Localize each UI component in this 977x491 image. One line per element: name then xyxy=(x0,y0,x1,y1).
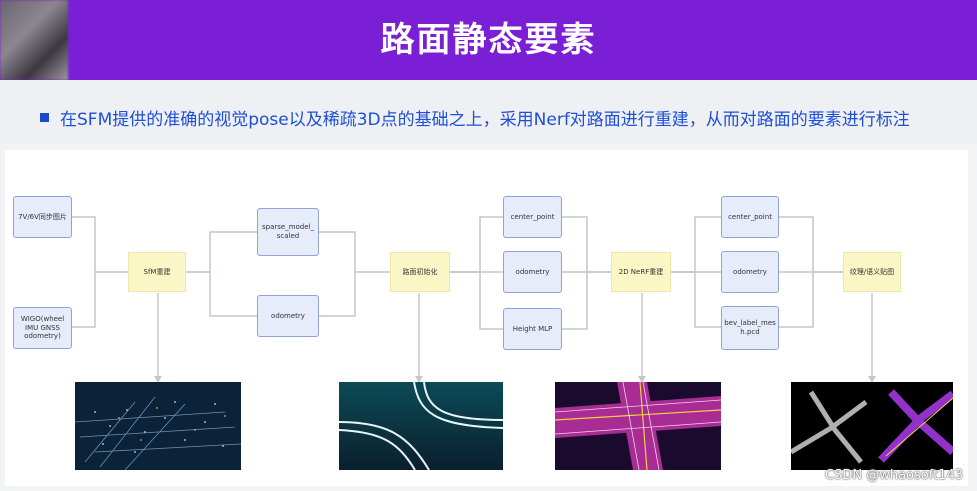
connector xyxy=(319,231,390,273)
odometry-label: odometry xyxy=(271,311,305,320)
connector xyxy=(72,216,128,273)
sparse-model-box: sparse_model_ scaled xyxy=(257,208,319,256)
connector xyxy=(450,216,503,273)
input-sensors-line: IMU GNSS xyxy=(25,323,60,332)
sparse-model-line: scaled xyxy=(276,232,300,240)
input-images-box: 7V/6V同步图片 xyxy=(13,196,72,238)
connector xyxy=(319,272,356,317)
connector-lines xyxy=(72,216,876,383)
input-sensors-line: odometry) xyxy=(24,332,61,341)
odometry-label: odometry xyxy=(733,267,767,276)
road-init-step: 路面初始化 xyxy=(390,252,450,292)
square-bullet-icon xyxy=(40,113,49,122)
sfm-pointcloud-image xyxy=(75,382,241,470)
connector xyxy=(779,216,843,273)
subtitle-text: 在SFM提供的准确的视觉pose以及稀疏3D点的基础之上，采用Nerf对路面进行… xyxy=(60,110,910,130)
blurred-avatar xyxy=(0,0,68,80)
bev-label-line: bev_label_mes xyxy=(724,319,776,328)
diagram-panel: 7V/6V同步图片 WIGO(wheel IMU GNSS odometry) … xyxy=(5,150,968,486)
arrowhead xyxy=(415,376,423,383)
odometry-box-2: odometry xyxy=(503,251,562,293)
connector xyxy=(671,216,721,273)
sparse-model-line: sparse_model_ xyxy=(261,223,314,232)
nerf-semantic-image xyxy=(555,382,721,470)
odometry-box-3: odometry xyxy=(721,251,779,293)
connector xyxy=(671,271,721,328)
subtitle-band xyxy=(0,80,977,144)
height-mlp-box: Height MLP xyxy=(503,308,562,350)
input-images-label: 7V/6V同步图片 xyxy=(18,212,67,221)
odometry-label: odometry xyxy=(515,267,550,276)
connector xyxy=(450,271,503,330)
watermark: CSDN @whaosoft143 xyxy=(825,468,963,483)
odometry-box-1: odometry xyxy=(257,295,319,337)
sfm-step: SfM重建 xyxy=(128,252,186,292)
header-bar: 路面静态要素 xyxy=(0,0,977,80)
bev-label-box: bev_label_mes h.pcd xyxy=(721,306,779,350)
connector xyxy=(186,271,257,317)
connector xyxy=(186,231,257,273)
arrowhead xyxy=(154,376,162,383)
center-point-box-1: center_point xyxy=(503,196,562,238)
center-point-label: center_point xyxy=(728,212,772,221)
arrowhead xyxy=(868,376,876,383)
nerf-step: 2D NeRF重建 xyxy=(611,252,671,292)
input-sensors-line: WIGO(wheel xyxy=(20,314,65,323)
center-point-label: center_point xyxy=(510,212,555,221)
road-init-image xyxy=(339,382,503,470)
arrowhead xyxy=(638,376,646,383)
page-title: 路面静态要素 xyxy=(380,20,597,60)
connector xyxy=(562,272,588,330)
sfm-label: SfM重建 xyxy=(143,268,171,276)
bev-label-line: h.pcd xyxy=(740,328,760,336)
connector xyxy=(72,272,96,328)
texture-semantic-image xyxy=(791,382,953,470)
texture-label: 纹理/语义贴图 xyxy=(849,268,895,276)
road-init-label: 路面初始化 xyxy=(402,268,438,276)
connector xyxy=(779,272,814,328)
nerf-label: 2D NeRF重建 xyxy=(618,268,664,276)
connector xyxy=(562,216,611,273)
input-sensors-box: WIGO(wheel IMU GNSS odometry) xyxy=(13,307,72,349)
texture-step: 纹理/语义贴图 xyxy=(843,252,901,292)
center-point-box-2: center_point xyxy=(721,196,779,238)
height-mlp-label: Height MLP xyxy=(512,324,553,333)
